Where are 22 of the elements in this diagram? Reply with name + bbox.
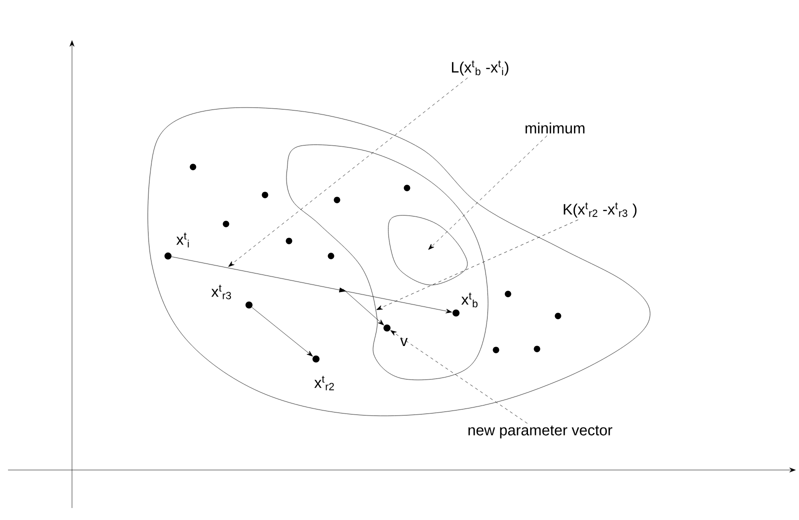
point-label: x$^{t}$r3: [211, 284, 231, 300]
contour-line: [388, 215, 468, 286]
leader-line: [228, 78, 468, 267]
point-dot: [384, 324, 390, 332]
label-text: new parameter vector: [468, 426, 612, 438]
label-text: minimum: [526, 122, 584, 134]
leader-line: [390, 330, 528, 424]
point-dot: [312, 356, 320, 362]
label-text: K(x$^{t}$$_{r2}$ -x$^{t}$$_{r3}$ ): [564, 202, 636, 218]
point-label: x$^{t}$i: [176, 232, 189, 248]
label-text: L(x$^{t}$$_{b}$ -x$^{t}$$_{i}$): [452, 60, 508, 76]
arrow: [342, 288, 384, 326]
point-label: x$^{t}$b: [461, 292, 478, 308]
arrow: [252, 307, 313, 356]
point-dot: [452, 310, 460, 316]
leader-line: [376, 220, 578, 310]
arrow: [171, 256, 452, 314]
point-dot: [164, 252, 172, 260]
point-label: x$^{t}$r2: [314, 376, 334, 390]
point-label: v: [400, 338, 408, 346]
leader-line: [428, 136, 548, 250]
point-dot: [246, 302, 252, 308]
